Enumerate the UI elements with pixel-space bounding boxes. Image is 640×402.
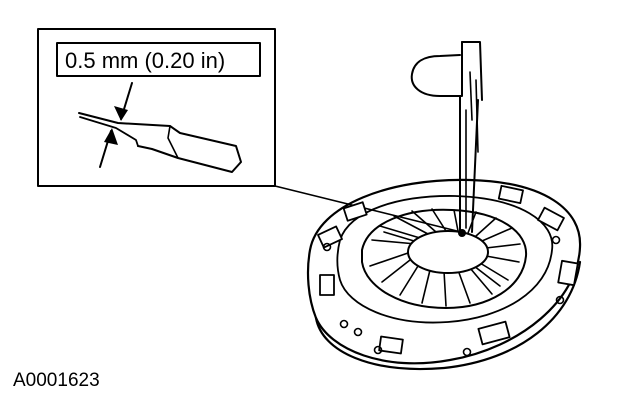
mounting-lugs bbox=[317, 184, 579, 355]
bolt-holes bbox=[322, 235, 565, 357]
feeler-gauge-tool bbox=[410, 41, 483, 237]
measurement-label: 0.5 mm (0.20 in) bbox=[65, 48, 225, 73]
diaphragm-fingers bbox=[369, 208, 521, 307]
detail-inset: 0.5 mm (0.20 in) bbox=[37, 28, 276, 187]
gap-arrow-bottom bbox=[99, 128, 118, 168]
pressure-plate bbox=[306, 178, 582, 370]
figure-code: A0001623 bbox=[13, 370, 100, 391]
center-opening bbox=[407, 230, 489, 274]
leader-line bbox=[274, 185, 462, 233]
finger-edge-detail bbox=[78, 112, 242, 173]
gap-arrow-top bbox=[114, 82, 133, 121]
measurement-label-frame bbox=[56, 42, 261, 77]
inset-frame bbox=[37, 28, 276, 187]
